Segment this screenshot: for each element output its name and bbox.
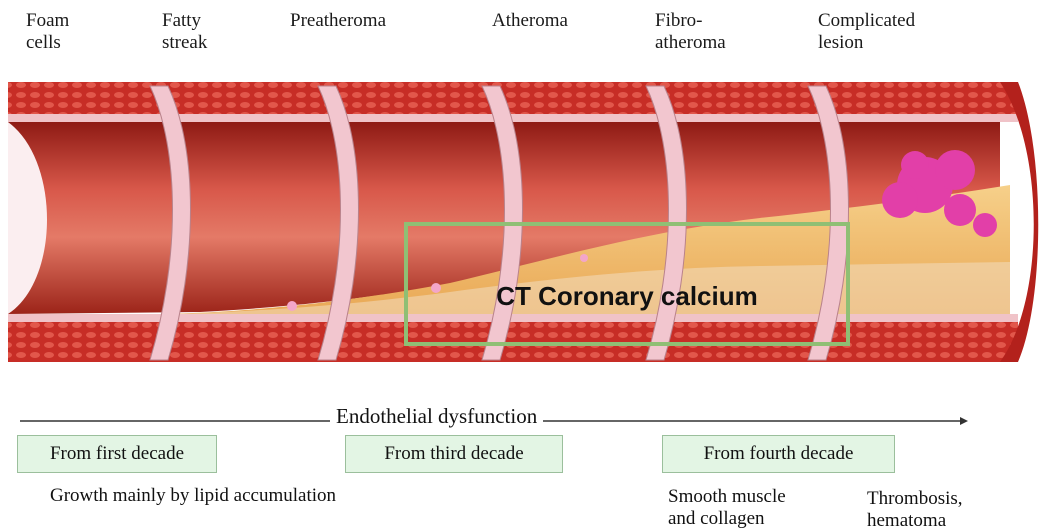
callout-label: CT Coronary calcium: [496, 281, 758, 312]
note-lipid-growth: Growth mainly by lipid accumulation: [50, 485, 336, 507]
decade-box-third: From third decade: [345, 435, 563, 473]
note-smooth-muscle: Smooth muscle and collagen: [668, 486, 786, 530]
ct-coronary-calcium-callout: CT Coronary calcium: [404, 222, 850, 346]
lipid-dot: [287, 301, 297, 311]
intima-top: [8, 114, 1018, 122]
note-thrombosis: Thrombosis, hematoma: [867, 488, 963, 532]
decade-box-first: From first decade: [17, 435, 217, 473]
decade-box-fourth: From fourth decade: [662, 435, 895, 473]
timeline-label: Endothelial dysfunction: [330, 404, 543, 429]
